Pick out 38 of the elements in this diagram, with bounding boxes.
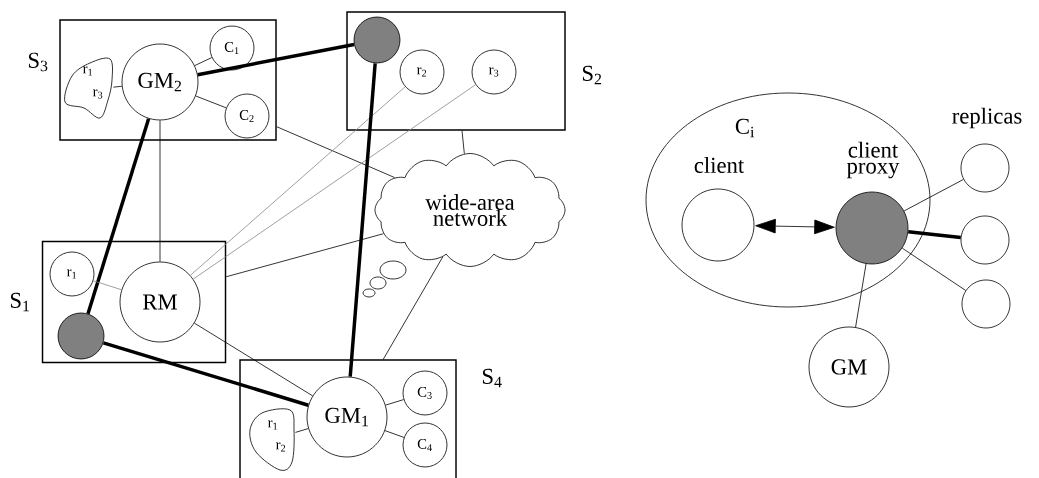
connector-line xyxy=(276,126,395,178)
node-label: client proxy xyxy=(846,141,900,179)
connector-line xyxy=(113,85,123,88)
connector-line xyxy=(189,86,406,276)
connector-line xyxy=(755,218,835,235)
proxy-circle xyxy=(353,16,401,64)
connector-line xyxy=(225,233,384,278)
connector-line xyxy=(195,95,227,109)
server-label: S$_{1}$ xyxy=(10,292,29,312)
connector-line xyxy=(295,428,309,433)
connector-line xyxy=(461,130,465,155)
connector-line xyxy=(348,63,377,377)
replica-group-blob: r$_{1}$ r$_{3}$ xyxy=(64,57,113,119)
replica-circle xyxy=(960,143,1010,193)
replica-circle xyxy=(960,215,1010,265)
connector-line xyxy=(86,118,151,315)
connector-line xyxy=(908,230,961,240)
connector-line xyxy=(102,341,309,407)
connector-line xyxy=(385,399,404,406)
connector-line xyxy=(194,57,213,66)
server-label: S$_{2}$ xyxy=(582,65,602,85)
replica-circle xyxy=(961,279,1011,329)
network-cloud: wide-area network xyxy=(374,153,566,267)
node-label: client xyxy=(694,157,745,173)
connector-line xyxy=(903,179,964,212)
replica-group-blob: r$_{1}$ r$_{2}$ xyxy=(249,408,295,471)
connector-line xyxy=(92,280,122,291)
connector-line xyxy=(192,84,476,280)
connector-line xyxy=(901,247,967,291)
server-label: S$_{3}$ xyxy=(28,52,48,72)
connector-line xyxy=(855,263,867,328)
connector-line xyxy=(382,256,444,360)
connector-line xyxy=(384,430,405,438)
proxy-circle xyxy=(57,312,105,360)
server-label: S$_{4}$ xyxy=(482,368,502,388)
connector-line xyxy=(194,322,313,397)
connector-line xyxy=(159,120,161,262)
connector-line xyxy=(197,42,355,77)
